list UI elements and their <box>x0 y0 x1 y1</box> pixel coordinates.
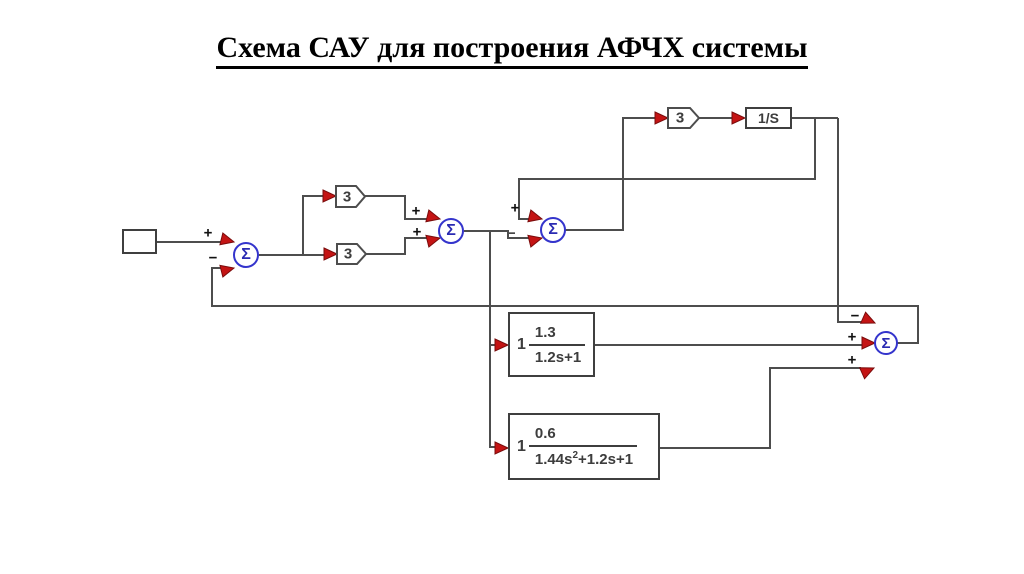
sum2-plus-sign-top: + <box>411 202 421 220</box>
tf1-prefix: 1 <box>517 335 526 353</box>
gain-loop-label: 3 <box>675 109 685 127</box>
sigma-icon: Σ <box>446 222 456 239</box>
arrowhead-sum2-bottom <box>425 234 442 248</box>
page-title: Схема САУ для построения АФЧХ системы <box>0 31 1024 69</box>
arrowhead-gain-bottom-input <box>323 247 339 261</box>
sum4-plus-sign-bottom: + <box>847 351 857 369</box>
arrowhead-sum1-top <box>219 232 236 246</box>
sigma-icon: Σ <box>548 221 558 238</box>
tf2-fraction-bar <box>528 445 638 447</box>
tf1-denominator: 1.2s+1 <box>534 348 582 366</box>
wire-branch-to-tf-blocks <box>489 231 495 448</box>
tf1-fraction: 1.3 1.2s+1 <box>528 322 586 368</box>
tf2-fraction: 0.6 1.44s2+1.2s+1 <box>528 423 638 470</box>
wire-gain-top-to-sum2 <box>363 195 427 220</box>
transfer-fcn-block-1: 1 1.3 1.2s+1 <box>508 312 595 377</box>
wire-sum1-to-gains <box>259 195 325 256</box>
sum3-minus-sign-bottom: − <box>508 226 516 240</box>
tf2-denominator: 1.44s2+1.2s+1 <box>529 447 637 470</box>
tf2-den-power: 2 <box>572 450 579 461</box>
integrator-label: 1/S <box>757 110 779 126</box>
arrowhead-tf2-input <box>494 441 510 455</box>
sum2-plus-sign-bottom: + <box>412 223 422 241</box>
arrowhead-sum4-middle <box>861 336 877 350</box>
gain-bottom-label: 3 <box>343 245 353 263</box>
arrowhead-tf1-input <box>494 338 510 352</box>
wire-sum2-to-sum3 <box>464 230 529 239</box>
wire-integrator-out <box>518 117 862 323</box>
sum1-minus-sign: − <box>208 249 218 267</box>
arrowhead-sum2-top <box>425 209 442 223</box>
gain-block-loop <box>667 107 701 129</box>
arrowhead-sum3-top <box>527 209 544 223</box>
sum-block-4: Σ <box>874 331 898 355</box>
tf1-numerator: 1.3 <box>534 323 556 341</box>
tf2-den-base: 1.44s <box>534 451 573 468</box>
step-source-block <box>122 229 157 254</box>
tf1-fraction-bar <box>528 343 586 346</box>
arrowhead-integrator-input <box>731 111 747 125</box>
sum4-plus-sign-middle: + <box>847 328 857 346</box>
page-title-text: Схема САУ для построения АФЧХ системы <box>216 31 808 69</box>
sum-block-2: Σ <box>438 218 464 244</box>
gain-block-top <box>335 185 367 208</box>
sum-block-1: Σ <box>233 242 259 268</box>
transfer-fcn-block-2: 1 0.6 1.44s2+1.2s+1 <box>508 413 660 480</box>
sum1-plus-sign: + <box>203 224 213 242</box>
arrowhead-gain-top-input <box>322 189 338 203</box>
integrator-block: 1/S <box>745 107 792 129</box>
wire-sum3-to-gain-loop <box>564 117 655 231</box>
arrowhead-sum3-bottom <box>527 234 544 248</box>
arrowhead-gain-loop-input <box>654 111 670 125</box>
sigma-icon: Σ <box>881 334 891 352</box>
tf2-prefix: 1 <box>517 437 526 455</box>
arrowhead-sum4-top <box>859 311 877 324</box>
arrowhead-sum4-bottom <box>858 367 876 380</box>
tf2-den-tail: +1.2s+1 <box>578 451 634 468</box>
sigma-icon: Σ <box>241 246 251 263</box>
sum3-plus-sign-top: + <box>510 199 520 217</box>
sum4-minus-sign: − <box>850 307 860 325</box>
wire-gain-bottom-to-sum2 <box>364 237 427 255</box>
wire-tf2-to-sum4 <box>660 367 861 449</box>
wire-output-feedback <box>211 267 919 344</box>
sum-block-3: Σ <box>540 217 566 243</box>
tf2-numerator: 0.6 <box>534 425 556 442</box>
gain-top-label: 3 <box>342 188 352 206</box>
gain-block-bottom <box>336 243 368 265</box>
arrowhead-sum1-bottom <box>219 264 236 278</box>
